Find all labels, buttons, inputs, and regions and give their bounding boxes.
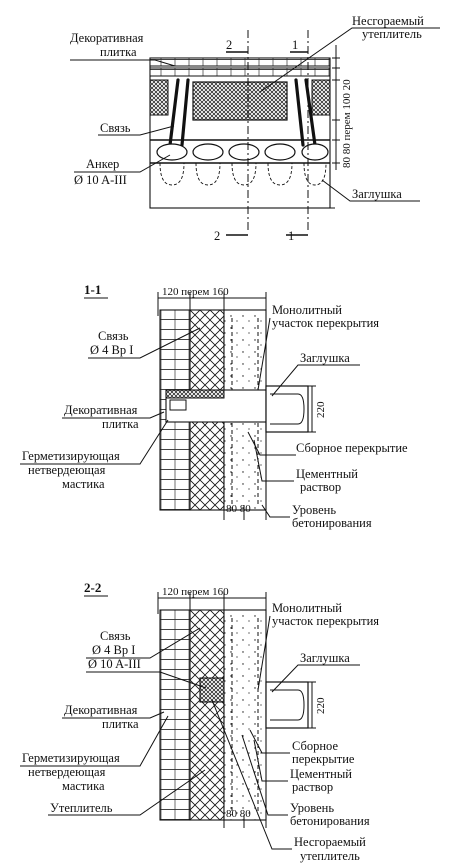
s2-tie-2: Ø 4 Вр I	[92, 643, 135, 657]
s1-mastic-2: нетвердеющая	[28, 463, 106, 477]
section-1-title: 1-1	[84, 282, 101, 297]
plan-label-anchor-1: Анкер	[86, 157, 119, 171]
s2-nonflammable-1: Несгораемый	[294, 835, 366, 849]
plan-label-plug: Заглушка	[352, 187, 402, 201]
section-1-dims-top: 120 перем 160	[162, 286, 229, 298]
cut-mark-2-top: 2	[226, 38, 232, 52]
s2-tie-1: Связь	[100, 629, 131, 643]
cut-mark-1-bottom: 1	[288, 229, 294, 243]
s2-level-1: Уровень	[290, 801, 334, 815]
cut-mark-2-bottom: 2	[214, 229, 220, 243]
s2-insulation: Утеплитель	[50, 801, 113, 815]
s1-level-2: бетонирования	[292, 516, 372, 530]
s2-precast-1: Сборное	[292, 739, 338, 753]
section-2-dim-220: 220	[315, 697, 327, 714]
s2-mastic-3: мастика	[62, 779, 105, 793]
s1-monolithic-1: Монолитный	[272, 303, 342, 317]
section-1-1: 1-1 120 перем 160 220 80 80 Связь Ø 4 Вр…	[20, 282, 408, 530]
s1-mortar-2: раствор	[300, 480, 341, 494]
s2-tile-2: плитка	[102, 717, 139, 731]
s1-level-1: Уровень	[292, 503, 336, 517]
s2-tie-3: Ø 10 A-III	[88, 657, 141, 671]
section-2-dims-bottom: 80 80	[226, 808, 251, 820]
s2-precast-2: перекрытие	[292, 752, 355, 766]
section-2-2: 2-2 120 перем 160 220 80 80 Связь Ø 4 Вр…	[20, 580, 379, 863]
cut-mark-1-top: 1	[292, 38, 298, 52]
s2-nonflammable-2: утеплитель	[300, 849, 360, 863]
plan-dim-vertical: 80 80 перем 100 20	[341, 79, 353, 168]
section-2-title: 2-2	[84, 580, 101, 595]
s1-tie-2: Ø 4 Вр I	[90, 343, 133, 357]
plan-label-anchor-2: Ø 10 A-III	[74, 173, 127, 187]
s2-tile-1: Декоративная	[64, 703, 138, 717]
s2-monolithic-2: участок перекрытия	[272, 614, 379, 628]
s1-monolithic-2: участок перекрытия	[272, 316, 379, 330]
section-1-dims-bottom: 80 80	[226, 503, 251, 515]
plan-label-tie: Связь	[100, 121, 131, 135]
section-2-dims-top: 120 перем 160	[162, 586, 229, 598]
s1-tile-1: Декоративная	[64, 403, 138, 417]
s2-level-2: бетонирования	[290, 814, 370, 828]
s2-mastic-1: Герметизирующая	[22, 751, 120, 765]
s1-mortar-1: Цементный	[296, 467, 358, 481]
s2-monolithic-1: Монолитный	[272, 601, 342, 615]
s2-mastic-2: нетвердеющая	[28, 765, 106, 779]
section-1-dim-220: 220	[315, 401, 327, 418]
plan-label-decorative-tile-1: Декоративная	[70, 31, 144, 45]
plan-label-nonflammable-2: утеплитель	[362, 27, 422, 41]
s2-mortar-1: Цементный	[290, 767, 352, 781]
plan-label-nonflammable-1: Несгораемый	[352, 14, 424, 28]
s1-plug: Заглушка	[300, 351, 350, 365]
s1-tile-2: плитка	[102, 417, 139, 431]
s1-tie-1: Связь	[98, 329, 129, 343]
s1-mastic-3: мастика	[62, 477, 105, 491]
s2-mortar-2: раствор	[292, 780, 333, 794]
s1-mastic-1: Герметизирующая	[22, 449, 120, 463]
hollow-cores-lower	[159, 162, 327, 186]
plan-view: 80 80 перем 100 20 2 1 2 1 Декоративная …	[70, 14, 440, 243]
s1-precast: Сборное перекрытие	[296, 441, 408, 455]
s2-plug: Заглушка	[300, 651, 350, 665]
plan-label-decorative-tile-2: плитка	[100, 45, 137, 59]
